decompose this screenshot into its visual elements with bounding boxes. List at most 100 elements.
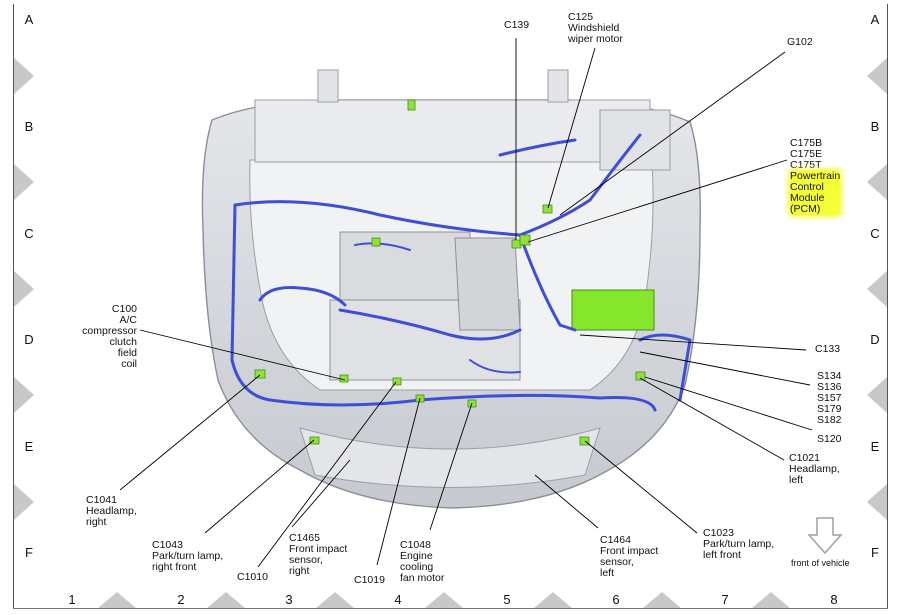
label-c100-desc-5: coil (121, 358, 137, 370)
label-s120: S120 (817, 433, 842, 445)
label-c1019: C1019 (354, 574, 385, 586)
leader-c1041 (119, 374, 261, 491)
label-c100-desc-2: compressor (82, 325, 137, 337)
grid-marker-bottom-4 (425, 592, 463, 608)
label-c1041-desc-1: Headlamp, (86, 505, 137, 517)
label-c1043-desc-2: right front (152, 561, 197, 573)
label-c1465: C1465 Front impact sensor, right (289, 533, 347, 577)
label-c175b: C175B (790, 137, 823, 149)
row-label-d-left: D (24, 332, 34, 347)
label-c1464-desc-3: left (600, 567, 615, 579)
grid-marker-bottom-7 (752, 592, 790, 608)
label-c1465-desc-1: Front impact (289, 543, 348, 555)
label-c1023: C1023 Park/turn lamp, left front (703, 528, 774, 561)
leader-s134 (639, 351, 811, 386)
connector-c1021 (635, 371, 646, 381)
row-label-f-left: F (25, 545, 33, 560)
grid-marker-bottom-3 (316, 592, 354, 608)
harness-front-crossmember (268, 393, 657, 412)
pcm-highlight: Powertrain Control Module (PCM) (790, 171, 841, 215)
harness-main-upper (233, 200, 522, 237)
label-c175-group: C175B C175E C175T Powertrain Control Mod… (790, 137, 841, 215)
connector-engine-1 (371, 237, 381, 247)
harness-compressor (258, 286, 347, 307)
label-c1023-id: C1023 (703, 527, 734, 539)
label-c139: C139 (504, 19, 530, 31)
harness-right-side (230, 203, 272, 402)
leader-c1464 (534, 474, 599, 529)
label-c100-desc-1: A/C (119, 314, 137, 326)
leader-c1019 (376, 397, 421, 566)
harness-cowl (498, 138, 577, 157)
label-c1464-desc-1: Front impact (600, 545, 659, 557)
label-c1464-id: C1464 (600, 534, 631, 546)
label-c100: C100 A/C compressor clutch field coil (52, 304, 137, 370)
leader-c1023 (584, 440, 698, 534)
row-label-c-right: C (870, 226, 880, 241)
connector-c1041 (254, 369, 266, 379)
harness-branch-2 (469, 359, 521, 374)
label-c125: C125 Windshield wiper motor (568, 12, 623, 45)
hood-hinge-right (317, 69, 339, 103)
frame-bottom-border (13, 608, 888, 609)
connector-cowl-1 (407, 99, 416, 111)
leader-c133 (579, 334, 807, 351)
label-s179: S179 (817, 403, 842, 415)
label-c1021: C1021 Headlamp, left (789, 453, 840, 486)
label-c1041-id: C1041 (86, 494, 117, 506)
leader-c1048 (429, 402, 473, 531)
leader-s120 (644, 376, 813, 431)
leader-c100 (139, 329, 346, 381)
col-label-3: 3 (285, 592, 293, 607)
grid-marker-bottom-5 (534, 592, 572, 608)
row-label-b-left: B (24, 119, 34, 134)
label-c1048-desc-3: fan motor (400, 572, 445, 584)
leader-g102 (559, 51, 786, 216)
grid-marker-right-2 (867, 164, 887, 200)
grid-marker-right-4 (867, 377, 887, 413)
label-pcm-2: Control (790, 181, 824, 193)
row-label-e-left: E (24, 439, 34, 454)
label-g102: G102 (787, 36, 813, 48)
harness-left-side (638, 333, 692, 402)
label-c1021-desc-1: Headlamp, (789, 463, 840, 475)
label-s182: S182 (817, 414, 842, 426)
connector-c1023 (579, 436, 590, 446)
front-of-vehicle-label: front of vehicle (791, 558, 850, 568)
row-label-a-right: A (870, 12, 880, 27)
label-c125-desc-1: Windshield (568, 22, 620, 34)
row-label-b-right: B (870, 119, 880, 134)
col-label-8: 8 (830, 592, 838, 607)
row-label-c-left: C (24, 226, 34, 241)
label-c100-desc-4: field (117, 347, 137, 359)
vehicle-front-body (201, 69, 701, 509)
grid-marker-left-3 (14, 271, 34, 307)
label-c1043-desc-1: Park/turn lamp, (152, 550, 224, 562)
harness-engine (338, 308, 522, 341)
label-c1041-desc-2: right (86, 516, 107, 528)
grid-marker-left-1 (14, 58, 34, 94)
col-label-6: 6 (612, 592, 620, 607)
pcm-module (571, 289, 655, 331)
harness-left-upper (518, 133, 642, 237)
grid-markers (14, 58, 887, 608)
label-c1021-id: C1021 (789, 452, 820, 464)
label-c125-id: C125 (568, 11, 594, 23)
hood-hinge-left (547, 69, 569, 103)
label-c1043: C1043 Park/turn lamp, right front (152, 540, 223, 573)
label-pcm-4: (PCM) (790, 203, 821, 215)
label-c1465-desc-2: sensor, (289, 554, 323, 566)
front-of-vehicle-arrow-icon (807, 517, 843, 555)
grid-marker-bottom-6 (643, 592, 681, 608)
grid-marker-left-4 (14, 377, 34, 413)
label-s157: S157 (817, 392, 842, 404)
label-c125-desc-2: wiper motor (568, 33, 623, 45)
label-c175t: C175T (790, 159, 822, 171)
harness-branch-1 (354, 242, 411, 251)
frame-left-border (13, 4, 14, 608)
grid-marker-right-1 (867, 58, 887, 94)
harness-pcm-feed (518, 233, 577, 332)
col-label-5: 5 (503, 592, 511, 607)
frame-right-border (887, 4, 888, 608)
